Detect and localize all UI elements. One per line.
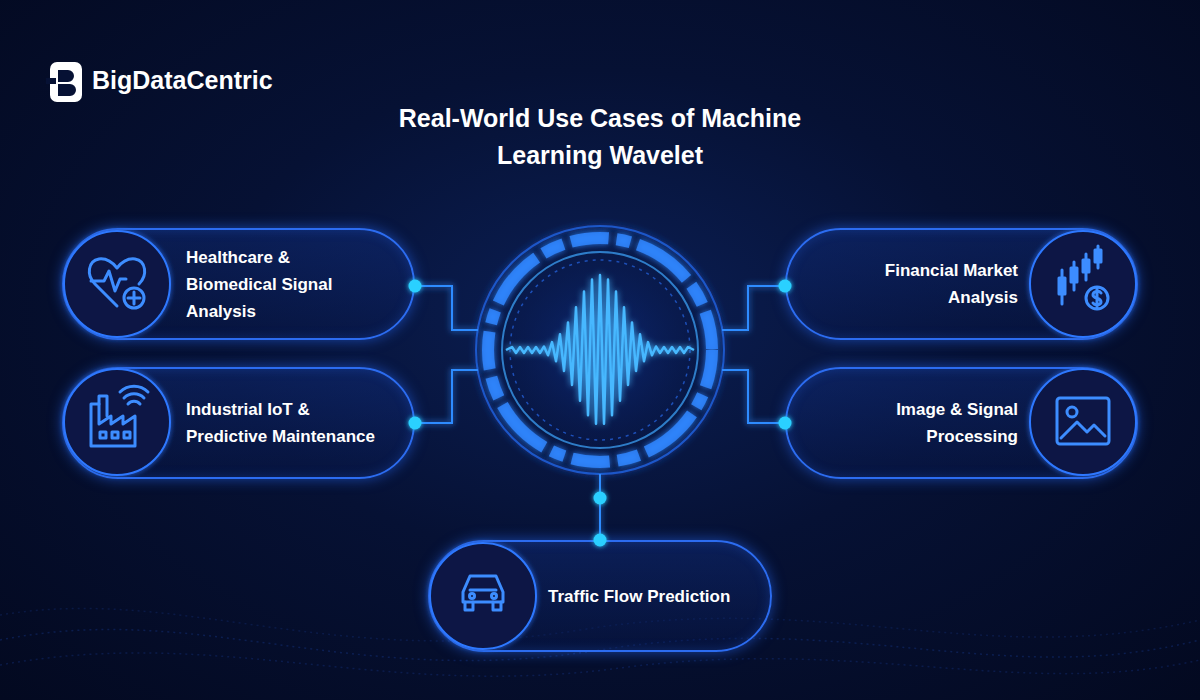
wavelet-signal <box>506 275 694 424</box>
connector-dot <box>409 280 422 293</box>
icon-circle <box>1030 369 1136 475</box>
use-case-pill: Image & Signal Processing <box>785 367 1138 479</box>
use-case-label: Image & Signal Processing <box>823 396 1018 450</box>
pill-text-group: Image & Signal Processing <box>823 396 1018 450</box>
icon-circle <box>64 231 170 337</box>
pill-text-group: Healthcare & Biomedical Signal Analysis <box>186 244 381 325</box>
icon-circle <box>430 543 536 649</box>
use-case-pill: Traffic Flow Prediction <box>428 540 772 652</box>
use-case-pill: Industrial IoT & Predictive Maintenance <box>62 367 415 479</box>
inner-ring <box>502 252 698 448</box>
outer-ring <box>476 226 724 474</box>
use-case-label: Financial Market Analysis <box>823 257 1018 311</box>
leader-wire <box>722 286 785 330</box>
brand-name: BigDataCentric <box>92 66 273 95</box>
connector-dot <box>779 417 792 430</box>
segment-ring <box>488 238 712 462</box>
pill-text-group: Industrial IoT & Predictive Maintenance <box>186 396 381 450</box>
pill-text-group: Traffic Flow Prediction <box>548 583 763 610</box>
leader-wire <box>415 286 478 330</box>
leader-wire <box>415 370 478 423</box>
use-case-pill: Healthcare & Biomedical Signal Analysis <box>62 228 415 340</box>
inner-dashed-ring <box>510 260 690 440</box>
use-case-label: Healthcare & Biomedical Signal Analysis <box>186 244 381 325</box>
diagram-title: Real-World Use Cases of Machine Learning… <box>370 100 830 174</box>
image-icon <box>1057 398 1109 444</box>
leader-wire <box>722 370 785 423</box>
icon-circle <box>64 369 170 475</box>
use-case-pill: Financial Market Analysis <box>785 228 1138 340</box>
leader-wire <box>599 474 601 540</box>
heart-icon <box>89 259 144 308</box>
car-icon <box>463 576 503 610</box>
connector-dot <box>779 280 792 293</box>
use-case-label: Industrial IoT & Predictive Maintenance <box>186 396 381 450</box>
logo-mark <box>46 62 82 102</box>
candlestick-icon <box>1059 246 1108 309</box>
pill-text-group: Financial Market Analysis <box>823 257 1018 311</box>
connector-dot <box>409 417 422 430</box>
ring-core <box>472 222 728 478</box>
mesh-wave <box>0 653 1200 676</box>
connector-dot <box>594 534 607 547</box>
use-case-label: Traffic Flow Prediction <box>548 583 763 610</box>
connector-dot <box>594 492 607 505</box>
icon-circle <box>1030 231 1136 337</box>
factory-icon <box>91 386 148 446</box>
